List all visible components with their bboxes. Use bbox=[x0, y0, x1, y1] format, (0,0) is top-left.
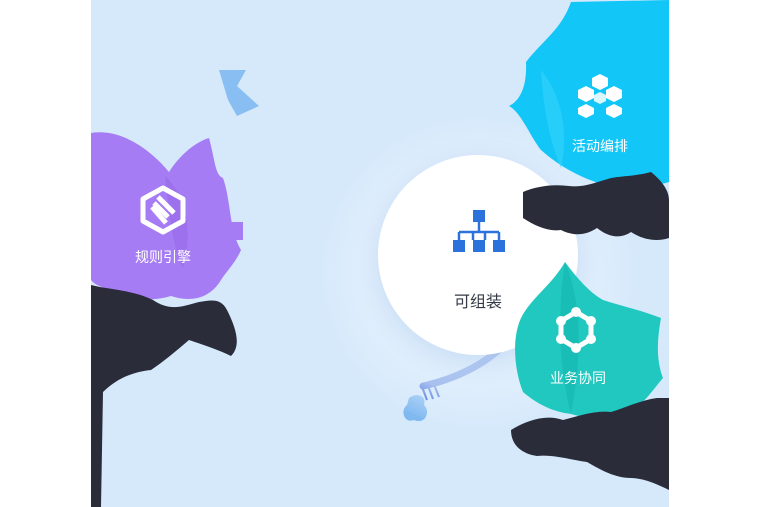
dark-shape-right-top bbox=[523, 172, 669, 240]
diagram-panel: 可组装 规则引擎 bbox=[91, 0, 669, 507]
center-label: 可组装 bbox=[453, 292, 502, 311]
activity-orchestration-icon bbox=[578, 74, 622, 118]
node-label-activity: 活动编排 bbox=[572, 139, 628, 155]
dark-shapes-layer bbox=[91, 172, 669, 507]
dark-shape-left bbox=[91, 285, 237, 507]
hierarchy-icon bbox=[453, 210, 505, 252]
rules-engine-icon bbox=[140, 185, 186, 235]
node-label-business: 业务协同 bbox=[550, 371, 606, 387]
node-label-rules: 规则引擎 bbox=[135, 250, 191, 266]
business-collaboration-icon bbox=[556, 307, 596, 353]
petal-rules-tab bbox=[231, 222, 243, 240]
dark-shape-right-bottom bbox=[511, 398, 669, 490]
hourglass-decor bbox=[219, 70, 259, 116]
